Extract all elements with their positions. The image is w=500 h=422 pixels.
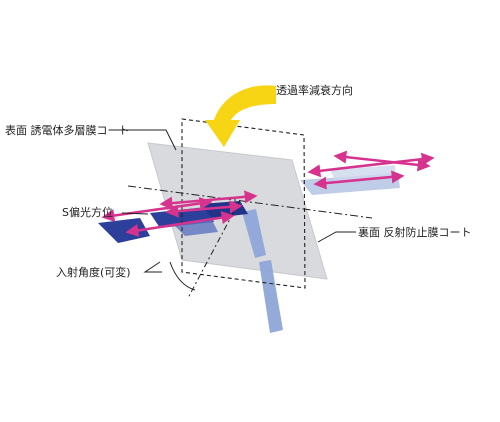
label-incidence-angle: 入射角度(可変)	[56, 265, 131, 279]
s-polarization-arrows	[101, 150, 435, 237]
label-transmittance: 透過率減衰方向	[276, 83, 353, 97]
magenta-arrow-4	[165, 200, 243, 218]
reflected-beam-lower	[259, 260, 283, 333]
curved-arrow-icon	[205, 85, 276, 147]
reflected-beam-upper	[242, 209, 266, 258]
magenta-arrow-2	[125, 211, 235, 237]
leader-back-coating	[317, 231, 356, 243]
magenta-arrow-7	[313, 170, 405, 190]
leader-incidence-angle	[143, 261, 162, 273]
label-front-coating: 表面 誘電体多層膜コート	[5, 123, 130, 137]
magenta-arrow-6	[333, 150, 431, 172]
label-s-polarization: S偏光方位	[62, 205, 113, 219]
leader-front-coating	[112, 129, 177, 151]
leader-s-polarization	[121, 212, 149, 215]
incidence-angle-arc	[169, 261, 196, 291]
label-back-coating: 裏面 反射防止膜コート	[358, 225, 472, 239]
